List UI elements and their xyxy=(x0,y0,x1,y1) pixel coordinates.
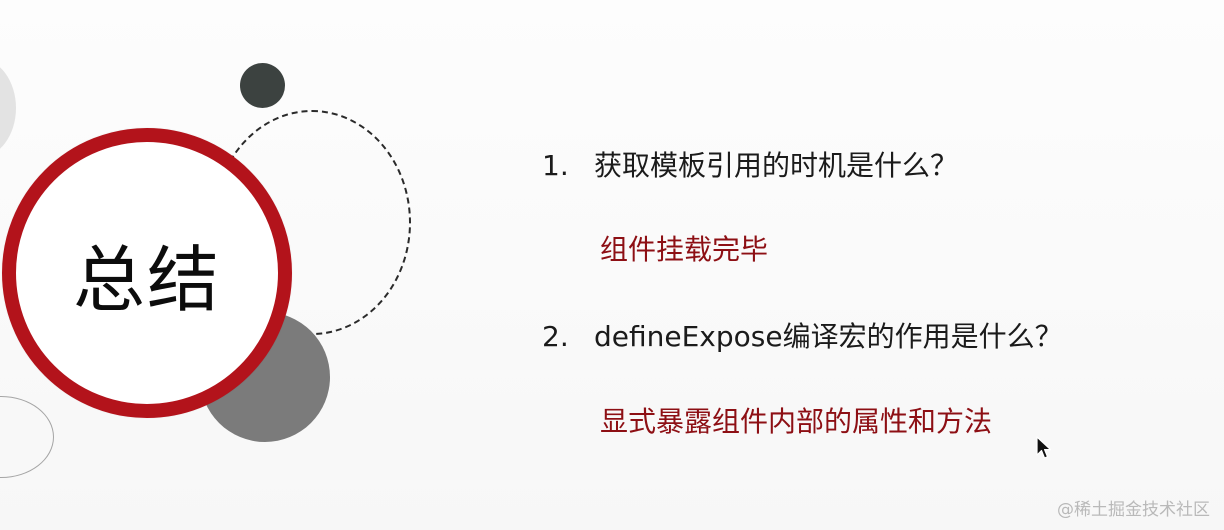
question-2: 2. defineExpose编译宏的作用是什么？ xyxy=(542,315,1063,355)
mouse-pointer-icon xyxy=(1036,436,1052,459)
answer-2: 显式暴露组件内部的属性和方法 xyxy=(600,405,993,438)
question-2-text: defineExpose编译宏的作用是什么？ xyxy=(594,320,1063,353)
question-2-number: 2. xyxy=(542,320,569,353)
answer-1: 组件挂载完毕 xyxy=(600,233,769,266)
question-1: 1. 获取模板引用的时机是什么？ xyxy=(542,144,958,184)
question-1-text: 获取模板引用的时机是什么？ xyxy=(594,149,959,182)
decorative-dark-circle xyxy=(240,63,285,108)
question-1-number: 1. xyxy=(542,149,569,182)
watermark: @稀土掘金技术社区 xyxy=(1057,500,1210,520)
slide-title: 总结 xyxy=(72,237,221,322)
